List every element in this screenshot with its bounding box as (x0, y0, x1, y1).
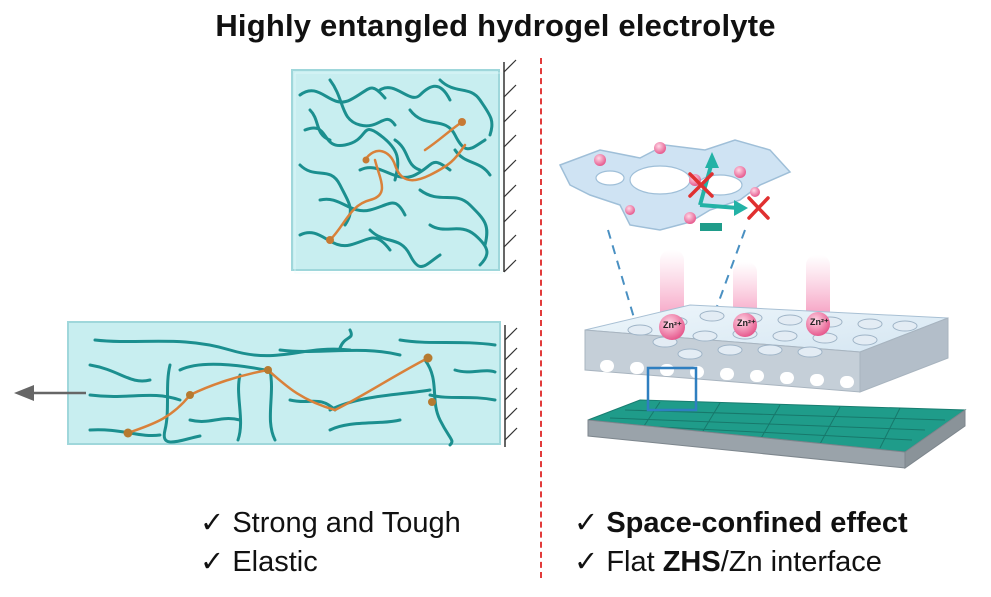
zn-ions (659, 312, 830, 340)
feature-label: Strong and Tough (232, 507, 461, 539)
check-icon: ✓ (200, 544, 225, 578)
stretch-arrow-icon (14, 385, 86, 401)
zn-ion-label: Zn²⁺ (663, 320, 682, 330)
zn-anode-surface (587, 399, 967, 469)
feature-space-confined: ✓Space-confined effect (574, 505, 908, 540)
fixed-wall-top (503, 59, 517, 273)
fixed-wall-bottom (504, 327, 518, 441)
blocked-path-icon (688, 172, 770, 220)
feature-strong-tough: ✓Strong and Tough (200, 505, 461, 540)
check-icon: ✓ (574, 544, 599, 578)
check-icon: ✓ (574, 505, 599, 539)
crosslink-nodes-relaxed (326, 118, 466, 244)
feature-label: Elastic (232, 546, 318, 578)
stretched-hydrogel-block (14, 321, 518, 447)
zoom-guides (607, 229, 746, 373)
zhs-porous-layer (584, 304, 949, 393)
feature-label-prefix: Flat (606, 546, 663, 578)
feature-flat-interface: ✓Flat ZHS/Zn interface (574, 544, 882, 579)
crosslink-nodes-stretched (123, 353, 436, 438)
section-divider (540, 58, 542, 578)
polymer-chains-relaxed (298, 78, 494, 268)
relaxed-hydrogel-block (291, 59, 517, 274)
diffusion-arrows-icon (698, 161, 739, 210)
check-icon: ✓ (200, 505, 225, 539)
hydrogel-network-closeup (558, 139, 792, 231)
feature-label-bold: ZHS (662, 546, 721, 578)
zn-ion-label: Zn²⁺ (737, 318, 756, 328)
feature-elastic: ✓Elastic (200, 544, 318, 579)
zoom-region-box (646, 366, 698, 412)
feature-label-suffix: /Zn interface (720, 546, 882, 578)
polymer-chains-stretched (88, 328, 497, 447)
crosslink-chains-stretched (126, 356, 430, 435)
figure-title: Highly entangled hydrogel electrolyte (215, 8, 776, 43)
feature-label: Space-confined effect (606, 507, 908, 539)
zn-ion-label: Zn²⁺ (810, 317, 829, 327)
